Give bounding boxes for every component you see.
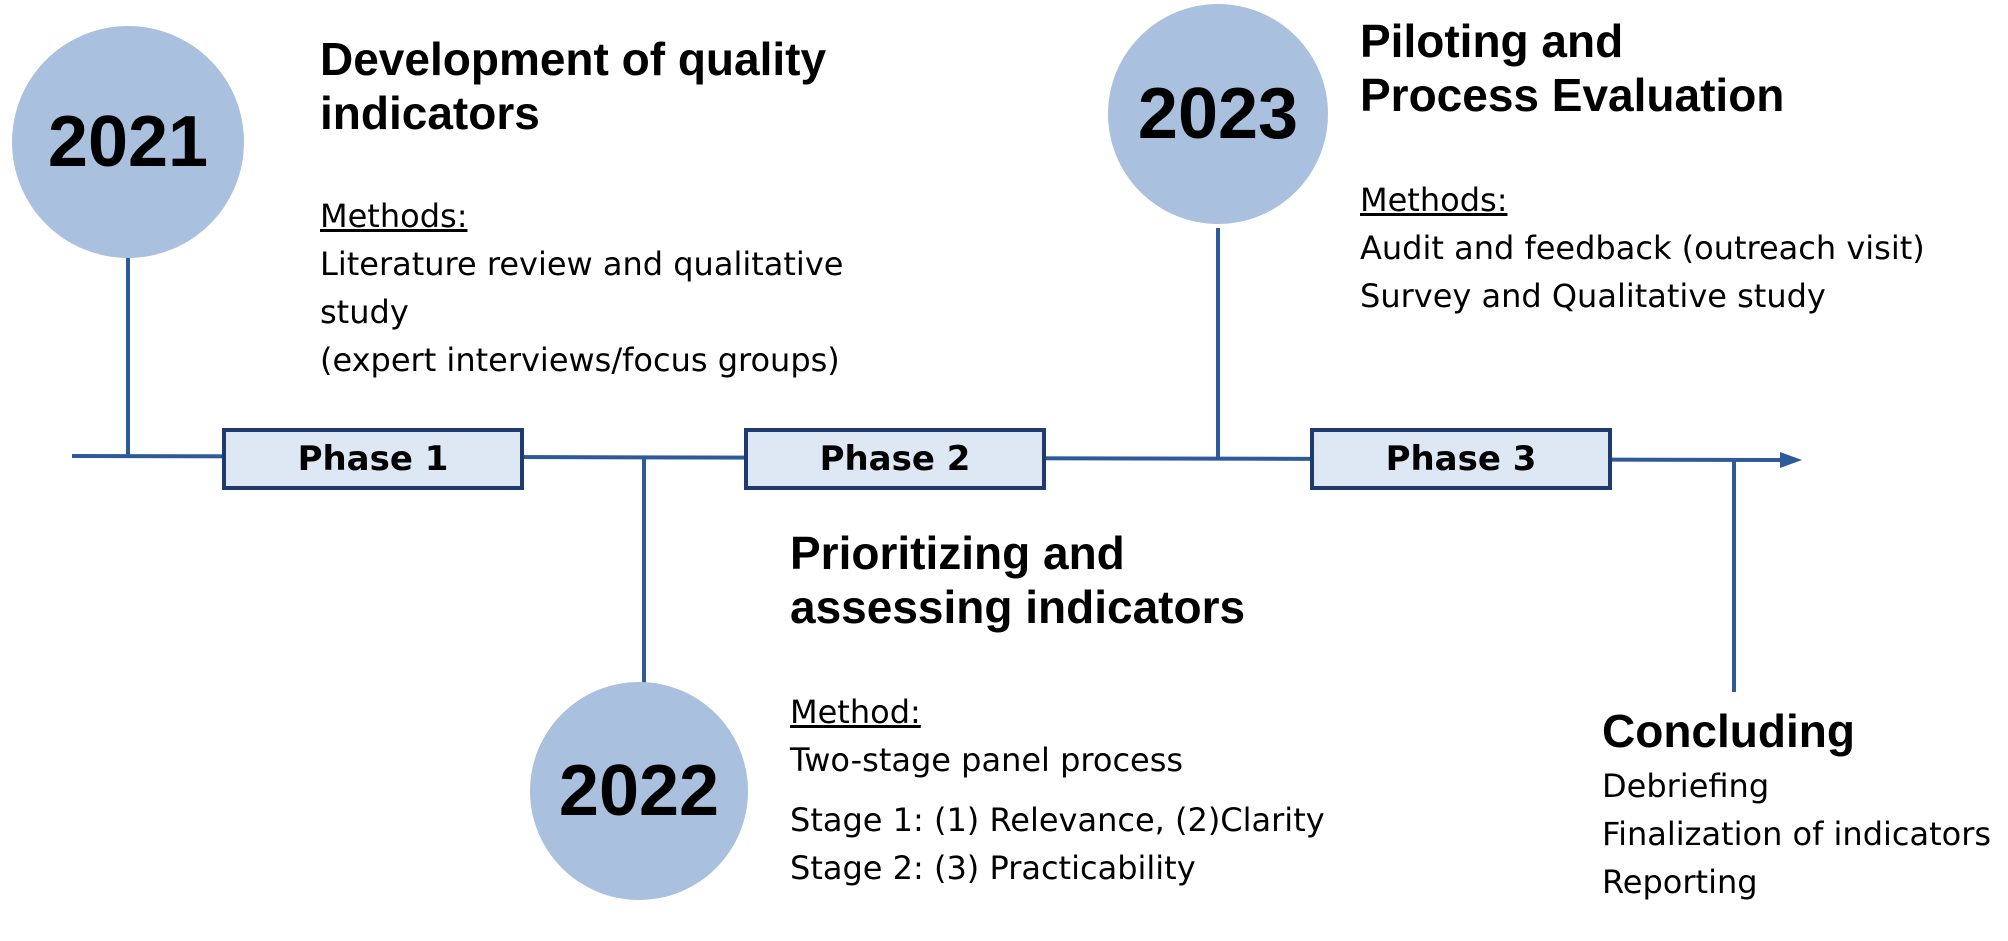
concluding-item-3: Reporting <box>1602 863 1758 901</box>
phase-2-method-line-1: Two-stage panel process <box>790 741 1184 779</box>
phase-2-stage-1: Stage 1: (1) Relevance, (2)Clarity <box>790 801 1325 839</box>
concluding-title: Concluding <box>1602 704 1855 758</box>
phase-3-method-line-1: Audit and feedback (outreach visit) <box>1360 229 1925 267</box>
year-2022-label: 2022 <box>558 751 720 831</box>
phase-3-title: Piloting and Process Evaluation <box>1360 14 1784 122</box>
concluding-item-2: Finalization of indicators <box>1602 815 1992 853</box>
phase-3-methods-label: Methods: <box>1360 181 1508 219</box>
phase-1-title: Development of quality indicators <box>320 32 826 140</box>
phase-1-title-line-1: Development of quality <box>320 33 827 85</box>
phase-1-title-line-2: indicators <box>320 87 540 139</box>
phase-3-title-line-1: Piloting and <box>1360 15 1624 67</box>
phase-3-method-line-2: Survey and Qualitative study <box>1360 277 1826 315</box>
phase-1-method-line-3: (expert interviews/focus groups) <box>320 341 840 379</box>
year-2023-circle: 2023 <box>1108 4 1328 224</box>
phase-2-box: Phase 2 <box>744 428 1046 490</box>
phase-2-title: Prioritizing and assessing indicators <box>790 526 1245 634</box>
phase-3-label: Phase 3 <box>1385 439 1537 479</box>
phase-2-stage-2: Stage 2: (3) Practicability <box>790 849 1196 887</box>
phase-2-methods-label: Method: <box>790 693 921 731</box>
phase-3-methods: Methods: Audit and feedback (outreach vi… <box>1360 176 1925 320</box>
concluding-title-text: Concluding <box>1602 705 1855 757</box>
year-2021-circle: 2021 <box>12 26 244 258</box>
timeline-arrowhead <box>1780 452 1802 468</box>
phase-1-methods: Methods: Literature review and qualitati… <box>320 192 843 384</box>
phase-1-label: Phase 1 <box>297 439 449 479</box>
year-2021-label: 2021 <box>47 102 209 182</box>
concluding-item-1: Debriefing <box>1602 767 1770 805</box>
concluding-items: Debriefing Finalization of indicators Re… <box>1602 762 1991 906</box>
year-2022-circle: 2022 <box>530 682 748 900</box>
phase-3-title-line-2: Process Evaluation <box>1360 69 1785 121</box>
phase-1-box: Phase 1 <box>222 428 524 490</box>
phase-3-box: Phase 3 <box>1310 428 1612 490</box>
phase-2-label: Phase 2 <box>819 439 971 479</box>
year-2023-label: 2023 <box>1137 74 1299 154</box>
phase-2-title-line-2: assessing indicators <box>790 581 1246 633</box>
phase-1-methods-label: Methods: <box>320 197 468 235</box>
phase-1-method-line-2: study <box>320 293 409 331</box>
phase-2-title-line-1: Prioritizing and <box>790 527 1125 579</box>
phase-1-method-line-1: Literature review and qualitative <box>320 245 844 283</box>
phase-2-methods: Method: Two-stage panel process Stage 1:… <box>790 688 1325 892</box>
